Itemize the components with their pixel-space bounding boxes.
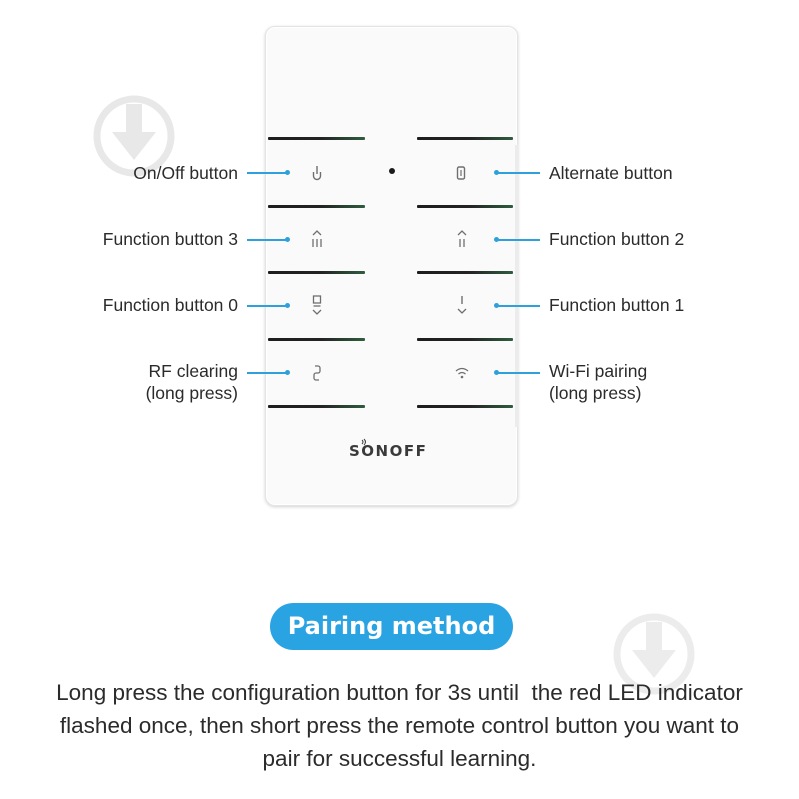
divider — [417, 205, 513, 208]
divider — [417, 271, 513, 274]
link-icon[interactable] — [310, 364, 324, 382]
leader-line — [247, 305, 287, 307]
divider — [268, 271, 365, 274]
leader-line — [496, 372, 540, 374]
divider — [268, 338, 365, 341]
label-wifi-pairing-line1: Wi-Fi pairing — [549, 361, 648, 381]
watermark-download-icon-2 — [612, 612, 696, 696]
label-rf-clearing: RF clearing (long press) — [38, 360, 238, 404]
double-bars-up-icon[interactable] — [455, 229, 469, 249]
line-down-icon[interactable] — [455, 294, 469, 316]
leader-line — [247, 172, 287, 174]
leader-line — [496, 239, 540, 241]
remote-edge — [515, 145, 518, 427]
led-indicator — [389, 168, 395, 174]
leader-dot — [285, 170, 290, 175]
leader-line — [496, 172, 540, 174]
label-rf-clearing-line1: RF clearing — [148, 361, 238, 381]
label-function-button-3: Function button 3 — [102, 229, 238, 249]
label-wifi-pairing: Wi-Fi pairing (long press) — [549, 360, 749, 404]
remote-control — [265, 26, 518, 506]
leader-dot — [494, 170, 499, 175]
leader-line — [496, 305, 540, 307]
pairing-description-line2: flashed once, then short press the remot… — [59, 713, 740, 738]
label-function-button-2: Function button 2 — [549, 229, 685, 249]
pairing-method-title: Pairing method — [270, 603, 513, 650]
pairing-description-line1: Long press the configuration button for … — [56, 680, 743, 705]
pairing-description: Long press the configuration button for … — [0, 676, 799, 775]
divider — [268, 405, 365, 408]
leader-dot — [494, 303, 499, 308]
label-function-button-1: Function button 1 — [549, 295, 685, 315]
label-wifi-pairing-line2: (long press) — [549, 383, 642, 403]
leader-line — [247, 239, 287, 241]
leader-dot — [285, 237, 290, 242]
triple-bars-up-icon[interactable] — [309, 229, 325, 249]
label-on-off-button: On/Off button — [133, 163, 238, 183]
divider — [417, 137, 513, 140]
watermark-download-icon — [92, 94, 176, 178]
leader-dot — [494, 237, 499, 242]
divider — [417, 405, 513, 408]
divider — [268, 205, 365, 208]
label-rf-clearing-line2: (long press) — [145, 383, 238, 403]
leader-dot — [285, 370, 290, 375]
square-down-icon[interactable] — [310, 294, 324, 316]
signal-icon — [361, 438, 366, 446]
divider — [417, 338, 513, 341]
label-alternate-button: Alternate button — [549, 163, 673, 183]
label-function-button-0: Function button 0 — [102, 295, 238, 315]
switch-icon[interactable] — [455, 165, 467, 181]
pairing-description-line3: pair for successful learning. — [262, 746, 537, 771]
leader-dot — [494, 370, 499, 375]
wifi-icon[interactable] — [454, 366, 470, 380]
leader-dot — [285, 303, 290, 308]
leader-line — [247, 372, 287, 374]
brand-logo: SONOFF — [349, 442, 428, 460]
power-icon[interactable] — [310, 164, 324, 182]
divider — [268, 137, 365, 140]
